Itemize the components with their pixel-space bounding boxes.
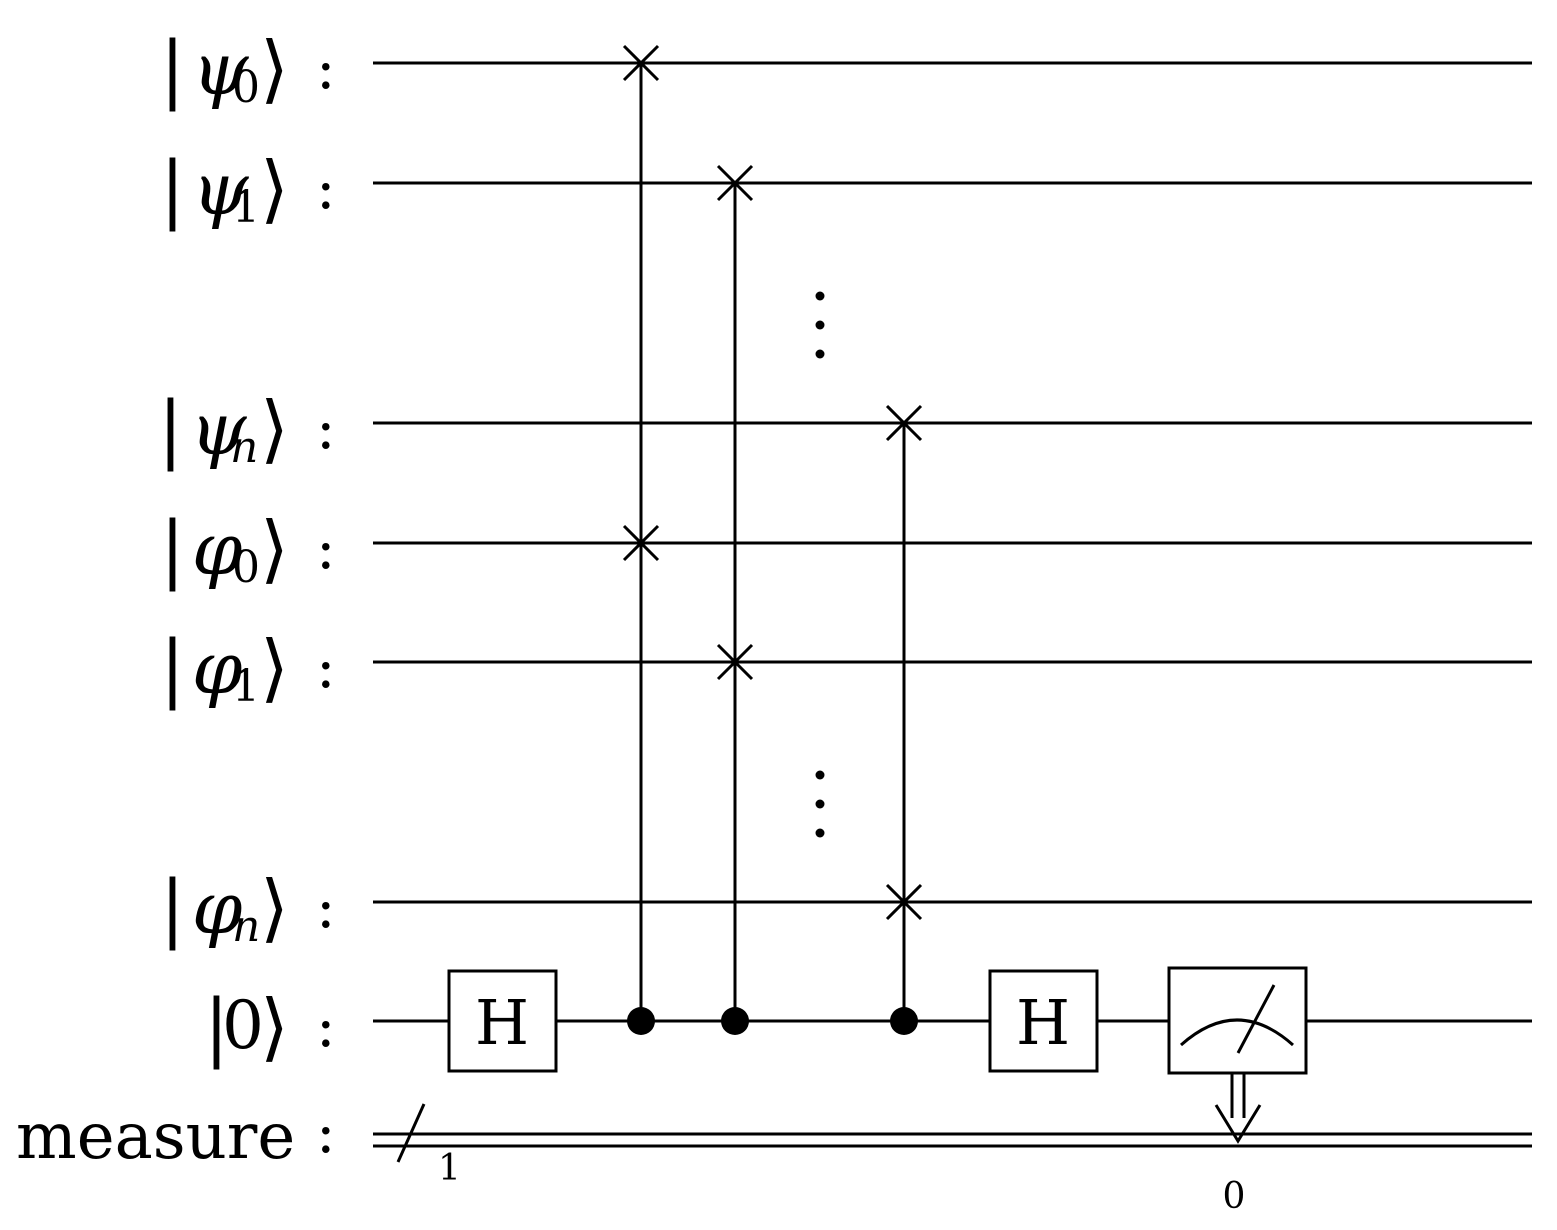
swap-cross-phin [885, 883, 923, 921]
svg-text:0: 0 [222, 987, 264, 1064]
svg-text:0: 0 [232, 62, 260, 113]
label-measure: measure [16, 1100, 295, 1174]
svg-text:|: | [160, 506, 185, 592]
hadamard-label: H [1016, 986, 1070, 1059]
svg-text::: : [316, 394, 336, 462]
ellipsis-phi [815, 770, 825, 838]
svg-text:φ: φ [192, 866, 243, 950]
svg-text:0: 0 [232, 542, 260, 593]
svg-text::: : [316, 34, 336, 102]
svg-text:⟩: ⟩ [260, 865, 289, 951]
label-psin: | ψ n ⟩ : [158, 386, 336, 473]
svg-text:|: | [160, 865, 185, 951]
svg-text:φ: φ [192, 507, 243, 591]
measurement-arrow [1214, 1073, 1262, 1144]
svg-text:|: | [204, 984, 229, 1070]
measurement-gate [1167, 966, 1308, 1075]
label-ancilla: | 0 ⟩ : [204, 984, 336, 1070]
ellipsis-psi [815, 291, 825, 359]
swap-cross-phi1 [716, 643, 754, 681]
svg-text::: : [316, 154, 336, 222]
svg-text:|: | [160, 26, 185, 112]
svg-text:⟩: ⟩ [260, 984, 289, 1070]
classical-width-label: 1 [438, 1148, 461, 1189]
classical-bit-label: 0 [1223, 1176, 1246, 1217]
swap-cross-phi0 [622, 524, 660, 562]
svg-text::: : [316, 633, 336, 701]
label-measure-colon: : [316, 1098, 336, 1166]
control-dot-1 [627, 1007, 655, 1035]
hadamard-gate-1: H [447, 969, 558, 1073]
svg-text:1: 1 [232, 661, 260, 712]
label-phin: | φ n ⟩ : [160, 865, 336, 952]
label-phi1: | φ 1 ⟩ : [160, 625, 336, 712]
svg-text:|: | [160, 146, 185, 232]
label-phi0: | φ 0 ⟩ : [160, 506, 336, 593]
svg-text:⟩: ⟩ [260, 26, 289, 112]
svg-text:⟩: ⟩ [260, 386, 289, 472]
svg-text:⟩: ⟩ [260, 146, 289, 232]
svg-text:n: n [230, 422, 258, 473]
svg-text::: : [316, 514, 336, 582]
svg-text:n: n [232, 901, 260, 952]
svg-text:φ: φ [192, 626, 243, 710]
label-psi1: | ψ 1 ⟩ : [160, 146, 336, 233]
meter-needle [1236, 984, 1276, 1054]
meter-arc [1180, 1018, 1294, 1047]
hadamard-gate-2: H [988, 969, 1099, 1073]
control-dot-2 [721, 1007, 749, 1035]
svg-text::: : [316, 992, 336, 1060]
hadamard-label: H [475, 986, 529, 1059]
svg-text:ψ: ψ [190, 387, 248, 471]
svg-text:ψ: ψ [192, 147, 250, 231]
svg-text:|: | [158, 386, 183, 472]
svg-text:⟩: ⟩ [260, 625, 289, 711]
swap-cross-psi0 [622, 44, 660, 82]
label-psi0: | ψ 0 ⟩ : [160, 26, 336, 113]
control-dot-n [890, 1007, 918, 1035]
classical-width-slash [396, 1103, 426, 1163]
svg-text:1: 1 [232, 182, 260, 233]
svg-text::: : [316, 873, 336, 941]
swap-cross-psi1 [716, 164, 754, 202]
svg-text:|: | [160, 625, 185, 711]
svg-text:ψ: ψ [192, 27, 250, 111]
svg-text:⟩: ⟩ [260, 506, 289, 592]
swap-cross-psin [885, 404, 923, 442]
